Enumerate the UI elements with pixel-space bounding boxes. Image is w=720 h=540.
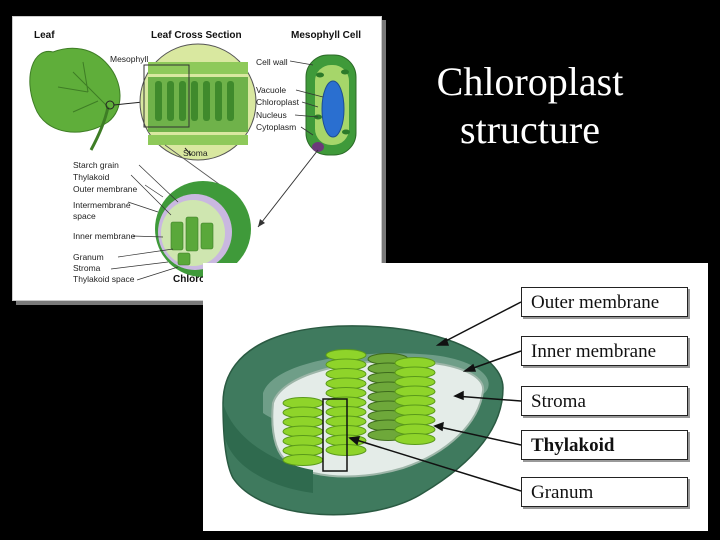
cytoplasm-label: Cytoplasm (256, 122, 297, 132)
starch-grain-label: Starch grain (73, 160, 119, 170)
thylakoid-space-label: Thylakoid space (73, 274, 135, 284)
mesophyll-label: Mesophyll (110, 54, 149, 64)
cross-section-heading: Leaf Cross Section (151, 30, 242, 41)
stroma-label: Stroma (73, 263, 101, 273)
thylakoid-disc (325, 444, 367, 456)
chloroplast-label: Chloroplast (256, 97, 299, 107)
stroma-box: Stroma (521, 386, 688, 416)
outer-membrane-label: Outer membrane (73, 184, 138, 194)
cell-wall-label: Cell wall (256, 57, 288, 67)
leaf-to-chloroplast-diagram: Leaf Leaf Cross Section Mesophyll Cell C… (12, 16, 382, 301)
thylakoid-box: Thylakoid (521, 430, 688, 460)
labeled-chloroplast-diagram: Outer membrane Inner membrane Stroma Thy… (203, 263, 708, 531)
title-line-1: Chloroplast (436, 59, 624, 104)
slide-title: Chloroplast structure (410, 58, 650, 154)
space-label: space (73, 211, 96, 221)
vacuole-label: Vacuole (256, 85, 287, 95)
title-line-2: structure (460, 107, 600, 152)
chloroplast-art (222, 301, 522, 516)
granum-label: Granum (73, 252, 104, 262)
nucleus-label: Nucleus (256, 110, 287, 120)
mesophyll-cell-heading: Mesophyll Cell (291, 30, 362, 41)
stoma-label: Stoma (183, 148, 208, 158)
intermembrane-label: Intermembrane (73, 200, 131, 210)
inner-membrane-box: Inner membrane (521, 336, 688, 366)
leaf-heading: Leaf (34, 30, 55, 41)
leaf-diagram-art (29, 43, 357, 281)
granum-box: Granum (521, 477, 688, 507)
thylakoid-label: Thylakoid (73, 172, 110, 182)
chloroplast-heading: Chloroplast (173, 274, 229, 285)
outer-membrane-box: Outer membrane (521, 287, 688, 317)
thylakoid-disc (394, 433, 436, 445)
thylakoid-disc (282, 454, 324, 466)
inner-membrane-label: Inner membrane (73, 231, 136, 241)
